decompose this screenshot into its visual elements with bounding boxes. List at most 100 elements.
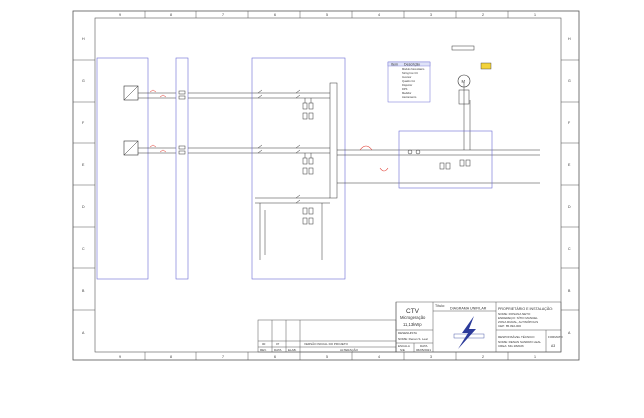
drawing-title: DIAGRAMA UNIFILAR: [450, 307, 487, 311]
red-markup: [359, 145, 389, 172]
string-box-enclosure: [175, 57, 189, 280]
row-label: E: [82, 163, 85, 167]
legend-row: DPS: [402, 87, 408, 91]
legend-table: Item Descrição Módulo fotovoltaico Strin…: [387, 61, 431, 103]
string-box-fuses: [178, 90, 186, 155]
legend-row: Aterramento: [402, 95, 417, 99]
legend-row: Módulo fotovoltaico: [402, 67, 425, 71]
owner-line: ZONA RURAL, ALTINÓPOLIS: [498, 319, 538, 324]
date-label: DATA: [420, 344, 428, 348]
row-ticks: [73, 59, 579, 311]
rev-date: 07: [276, 342, 280, 346]
legend-row: String box CC: [402, 71, 418, 75]
col-label: 9: [119, 355, 121, 359]
project-power: 11,13kWp: [403, 322, 422, 327]
col-label: 8: [170, 13, 172, 17]
switches-row-3: [255, 194, 330, 260]
ac-lines: [337, 83, 540, 184]
rev-header: DATA: [274, 348, 282, 352]
col-label: 5: [326, 355, 328, 359]
legend-row: Medidor: [402, 91, 412, 95]
row-label: D: [82, 205, 85, 209]
owner-heading: PROPRIETÁRIO E INSTALAÇÃO:: [498, 306, 553, 311]
row-label: F: [568, 121, 571, 125]
row-label: H: [82, 37, 85, 41]
col-label: 8: [170, 355, 172, 359]
legend-row: Quadro CA: [402, 79, 415, 83]
meter-body: [458, 89, 470, 105]
legend-row: Inversor: [402, 75, 412, 79]
owner-line: ENDEREÇO: SÍTIO MANUEL: [498, 316, 538, 320]
rev-header: ELAB.: [288, 348, 297, 352]
col-label: 2: [482, 13, 484, 17]
column-ticks: [144, 11, 509, 360]
title-label: Título:: [435, 304, 445, 308]
row-label: F: [82, 121, 85, 125]
rev-number: 00: [262, 342, 266, 346]
row-label: A: [82, 331, 85, 335]
legend-header: Item: [391, 62, 398, 66]
col-label: 5: [326, 13, 328, 17]
col-label: 4: [378, 13, 380, 17]
tech-heading: RESPONSÁVEL TÉCNICO: [498, 334, 535, 339]
project-subtitle: Microgeração: [400, 315, 426, 320]
scale-label: ESCALA: [398, 344, 410, 348]
ac-panel-breakers: [407, 149, 471, 170]
col-label: 6: [274, 355, 276, 359]
row-label: D: [568, 205, 571, 209]
row-label: B: [82, 289, 85, 293]
logo-banner: [453, 333, 485, 339]
row-label: E: [568, 163, 571, 167]
col-label: 2: [482, 355, 484, 359]
owner-line: CEP: 85.092-000: [498, 324, 521, 328]
row-label: A: [568, 331, 571, 335]
date-value: 06/05/2021: [416, 348, 431, 352]
designer-heading: DESENHISTA: [398, 331, 417, 335]
lightning-logo-icon: [458, 316, 476, 349]
dc-bus-lines: [188, 92, 330, 154]
scale-value: S/E: [400, 348, 405, 352]
format-label: FORMATO: [548, 335, 563, 339]
col-label: 3: [430, 355, 432, 359]
row-label: G: [82, 79, 85, 83]
col-label: 6: [274, 13, 276, 17]
warning-sign-icon: [480, 62, 492, 70]
col-label: 7: [222, 13, 224, 17]
legend-row: Disjuntor: [402, 83, 412, 87]
tech-line: CREA: MG 282026: [498, 344, 524, 348]
inverter-bus-bar: [329, 82, 338, 199]
rev-header: ALTERAÇÃO: [340, 347, 359, 352]
title-block: [257, 301, 562, 353]
inverter-enclosure: [251, 57, 346, 280]
owner-line: NOME: ROSANA NETO: [498, 312, 531, 316]
meter-top-bar: [451, 45, 475, 51]
rev-description: VERSÃO INICIAL DO PROJETO: [304, 341, 349, 346]
ac-panel-enclosure: [398, 130, 493, 189]
switches-row-1: [257, 89, 314, 120]
rev-header: REV.: [260, 348, 267, 352]
row-labels: H G F E D C B A H G F E D C B A: [82, 37, 571, 335]
row-label: B: [568, 289, 571, 293]
motor-symbol: [457, 74, 471, 88]
col-label: 1: [534, 13, 536, 17]
pv-string-1: [123, 85, 176, 101]
tech-line: NOME: RENAN SANDRO LEAL: [498, 340, 541, 344]
pv-string-2: [123, 140, 176, 156]
col-label: 4: [378, 355, 380, 359]
row-label: C: [568, 247, 571, 251]
column-labels-bottom: 9 8 7 6 5 4 3 2 1: [119, 355, 536, 359]
motor-label: M: [462, 79, 466, 84]
switches-row-2: [257, 144, 314, 175]
format-value: A3: [551, 344, 555, 348]
row-label: G: [568, 79, 571, 83]
pv-array-enclosure: [96, 57, 149, 280]
designer-name: NOME: Renan S. Leal: [398, 337, 428, 341]
project-name: CTV: [406, 308, 420, 315]
legend-header: Descrição: [404, 62, 420, 66]
col-label: 7: [222, 355, 224, 359]
col-label: 3: [430, 13, 432, 17]
col-label: 1: [534, 355, 536, 359]
column-labels-top: 9 8 7 6 5 4 3 2 1: [119, 13, 536, 17]
row-label: C: [82, 247, 85, 251]
